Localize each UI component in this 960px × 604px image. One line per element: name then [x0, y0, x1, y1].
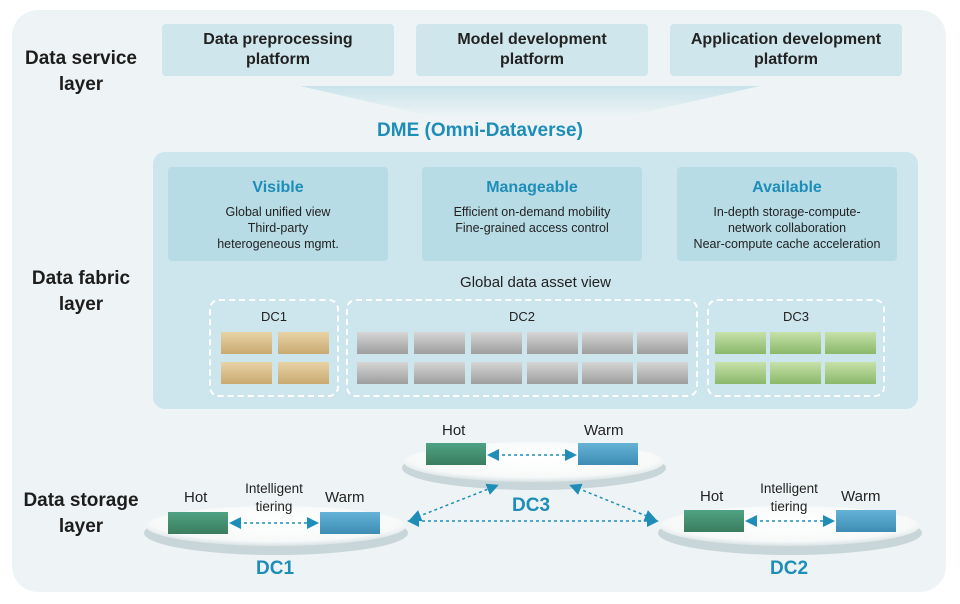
dc3-warm-label: Warm — [584, 422, 624, 439]
feature-title: Available — [752, 179, 822, 196]
dc2-data-block — [357, 362, 408, 384]
dc1-tiering-label: Intelligent tiering — [245, 481, 303, 514]
dc3-box: DC3 — [707, 299, 885, 397]
dc2-data-block — [414, 362, 465, 384]
dc2-hot-label: Hot — [700, 488, 724, 505]
data-storage-layer-label: Data storage layer — [23, 490, 139, 537]
dc2-warm-label: Warm — [841, 488, 881, 505]
dc2-data-block — [637, 362, 688, 384]
dc3-data-block — [770, 332, 821, 354]
dc1-data-block — [278, 362, 329, 384]
global-data-asset-view-label: Global data asset view — [460, 274, 611, 291]
dc1-dc3-arrow — [409, 483, 499, 522]
application-development-platform: Application development platform — [670, 24, 902, 76]
dc2-data-block — [414, 332, 465, 354]
dc2-hot-tier — [684, 510, 744, 532]
feature-manageable: Manageable Efficient on-demand mobility … — [422, 167, 642, 261]
dc2-warm-tier — [836, 510, 896, 532]
dc3-label: DC3 — [512, 495, 551, 516]
dc1-label: DC1 — [256, 558, 295, 579]
data-service-layer-label: Data service layer — [25, 48, 137, 95]
dc2-data-block — [471, 332, 522, 354]
dc1-warm-tier — [320, 512, 380, 534]
dc1-data-block — [221, 332, 272, 354]
dc2-data-block — [471, 362, 522, 384]
feature-visible: Visible Global unified view Third-party … — [168, 167, 388, 261]
feature-title: Visible — [252, 179, 304, 196]
feature-title: Manageable — [486, 179, 578, 196]
dc3-data-block — [770, 362, 821, 384]
dc2-tiering-label: Intelligent tiering — [760, 481, 818, 514]
dc3-warm-tier — [578, 443, 638, 465]
dc3-data-block — [825, 332, 876, 354]
dc1-data-block — [278, 332, 329, 354]
model-development-platform: Model development platform — [416, 24, 648, 76]
data-fabric-layer-label: Data fabric layer — [31, 268, 131, 315]
dme-title: DME (Omni-Dataverse) — [377, 120, 583, 141]
dc3-data-block — [825, 362, 876, 384]
feature-description: Efficient on-demand mobility Fine-graine… — [453, 205, 611, 235]
dc1-data-block — [221, 362, 272, 384]
dc2-data-block — [357, 332, 408, 354]
dc3-data-block — [715, 332, 766, 354]
dc2-label: DC2 — [770, 558, 809, 579]
dc1-hot-tier — [168, 512, 228, 534]
dc3-data-block — [715, 362, 766, 384]
dc3-box-label: DC3 — [782, 309, 809, 324]
dc1-box: DC1 — [209, 299, 339, 397]
feature-description: In-depth storage-compute- network collab… — [693, 205, 881, 251]
dc3-hot-tier — [426, 443, 486, 465]
dc2-data-block — [582, 362, 633, 384]
dc1-warm-label: Warm — [325, 489, 365, 506]
dc2-data-block — [637, 332, 688, 354]
dc2-data-block — [527, 332, 578, 354]
feature-description: Global unified view Third-party heteroge… — [217, 205, 339, 251]
dc2-data-block — [582, 332, 633, 354]
dc2-data-block — [527, 362, 578, 384]
data-preprocessing-platform: Data preprocessing platform — [162, 24, 394, 76]
dc1-box-label: DC1 — [260, 309, 287, 324]
dc2-box-label: DC2 — [508, 309, 535, 324]
feature-available: Available In-depth storage-compute- netw… — [677, 167, 897, 261]
dc1-hot-label: Hot — [184, 489, 208, 506]
dc3-hot-label: Hot — [442, 422, 466, 439]
dc2-box: DC2 — [346, 299, 698, 397]
dc3-dc2-arrow — [569, 483, 657, 522]
